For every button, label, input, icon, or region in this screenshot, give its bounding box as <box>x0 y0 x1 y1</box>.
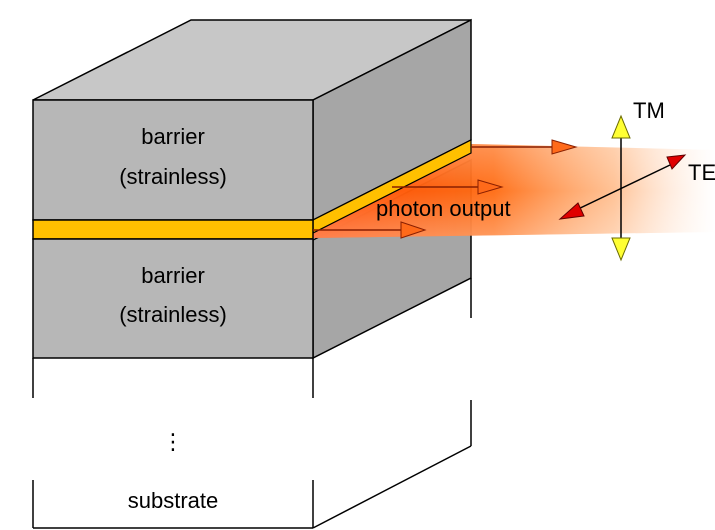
photon-output-label: photon output <box>376 196 511 221</box>
layer-ellipsis: ⋮ <box>162 429 184 454</box>
barrier-top-sublabel: (strainless) <box>119 164 227 189</box>
tm-arrow-head-down <box>611 237 631 262</box>
substrate-outline <box>32 278 472 529</box>
te-polarization-arrow <box>558 154 687 220</box>
barrier-bottom-label: barrier <box>141 263 205 288</box>
lower-barrier-front <box>32 238 314 359</box>
upper-barrier-front <box>32 99 314 221</box>
barrier-top-label: barrier <box>141 124 205 149</box>
tm-polarization-arrow <box>611 114 631 262</box>
photon-arrow-head-3 <box>400 221 427 239</box>
photon-arrows <box>313 139 578 239</box>
active-layer-front <box>32 219 314 240</box>
photon-arrow-head-2 <box>477 179 504 195</box>
barrier-bottom-sublabel: (strainless) <box>119 302 227 327</box>
te-label: TE <box>688 160 715 185</box>
substrate-label: substrate <box>128 488 219 513</box>
te-arrow-head-left <box>558 202 585 220</box>
photon-output-beam-shade <box>313 144 715 238</box>
photon-arrow-head-1 <box>551 139 578 155</box>
tm-arrow-head-up <box>611 114 631 139</box>
tm-label: TM <box>633 98 665 123</box>
te-arrow-head-right <box>666 154 687 170</box>
